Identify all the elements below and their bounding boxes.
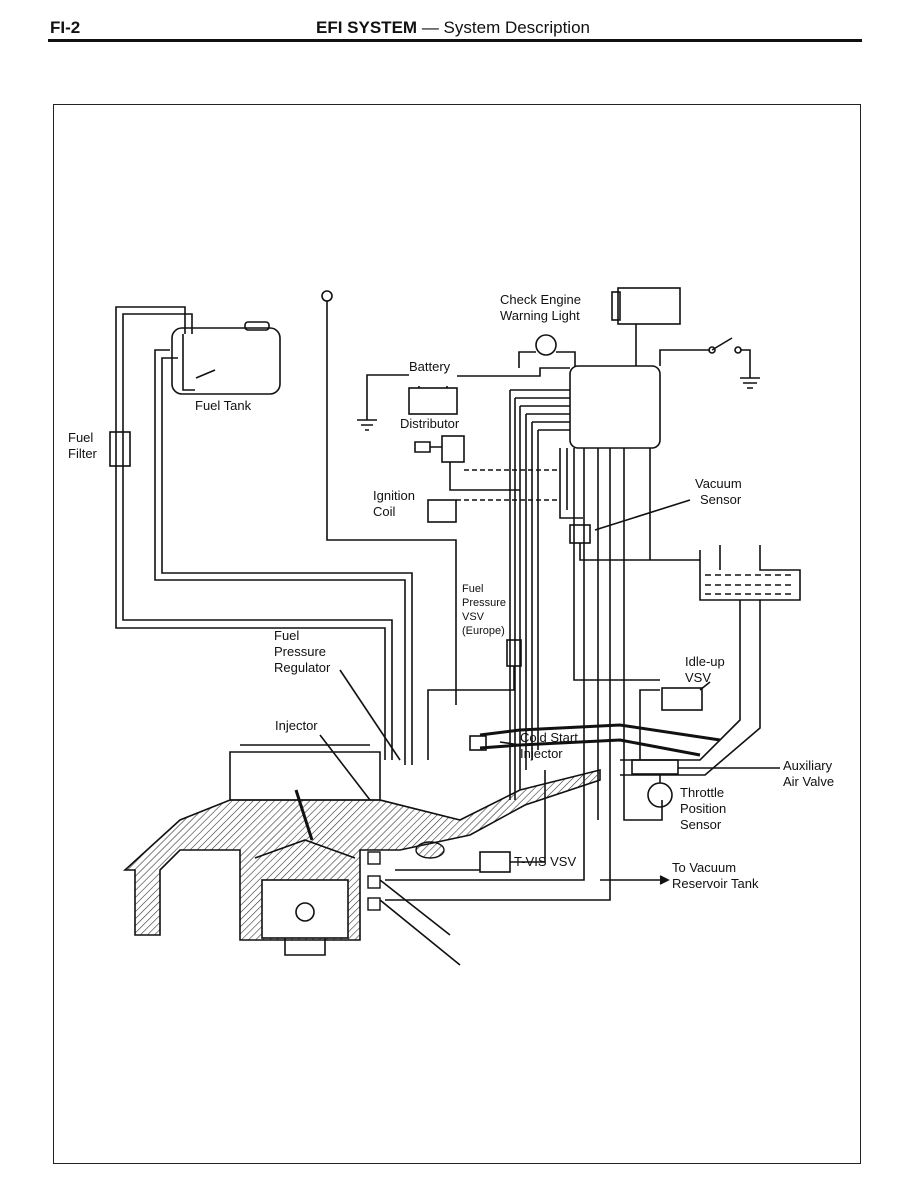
header-rule [48, 39, 862, 42]
fuel-tank-label: Fuel Tank [195, 398, 252, 413]
throttle-position-sensor [647, 782, 673, 808]
fpr-label-3: Regulator [274, 660, 331, 675]
switch-contact-a [708, 346, 716, 354]
ecu [569, 365, 661, 449]
cold-start-injector [469, 735, 487, 751]
check-engine-label: Check Engine [500, 292, 581, 307]
auxiliary-label: Auxiliary [783, 758, 833, 773]
injector-label: Injector [275, 718, 318, 733]
engine-assembly [122, 744, 601, 956]
page-number: FI-2 [50, 18, 81, 37]
air-intake-chamber [229, 751, 381, 801]
title-dash: — [421, 18, 439, 37]
coil-label: Coil [373, 504, 396, 519]
position-label: Position [680, 801, 726, 816]
wiring-and-piping [109, 287, 801, 966]
oxygen-sensor [367, 875, 381, 889]
cylinder-head [122, 768, 601, 941]
piston-pin [295, 902, 315, 922]
test-wire [326, 301, 457, 705]
switch-ground [659, 349, 760, 389]
vacuum-label: Vacuum [695, 476, 742, 491]
idle-vsv-label: VSV [685, 670, 711, 685]
fuel-filter-label-1: Fuel [68, 430, 93, 445]
battery-label: Battery [409, 359, 451, 374]
battery-ground [357, 374, 409, 431]
air-valve-label: Air Valve [783, 774, 834, 789]
fp-vsv-label-2: Pressure [462, 597, 506, 609]
fuel-feed-line-inner [122, 313, 393, 760]
warning-light-label: Warning Light [500, 308, 580, 323]
fuel-return-line-outer [154, 349, 406, 765]
knock-sensor [367, 897, 381, 911]
section-subtitle: System Description [443, 18, 590, 37]
fuel-gauge-float [195, 369, 216, 379]
fuel-feed-line-outer [115, 306, 386, 760]
ignition-label: Ignition [373, 488, 415, 503]
fpr-label-2: Pressure [274, 644, 326, 659]
vacuum-sensor [569, 524, 591, 544]
vacuum-sensor-label: Sensor [700, 492, 742, 507]
ignition-coil [427, 499, 457, 523]
section-title: EFI SYSTEM [316, 18, 418, 37]
fuel-filter [109, 431, 131, 467]
fpr-label-1: Fuel [274, 628, 299, 643]
throttle-label: Throttle [680, 785, 724, 800]
tp-sensor-label: Sensor [680, 817, 722, 832]
cold-injector-label: Injector [520, 746, 563, 761]
water-temp-sensor [367, 851, 381, 865]
tvis-actuator [415, 841, 445, 859]
cold-start-label: Cold Start [520, 730, 578, 745]
fuel-pressure-vsv [506, 639, 522, 667]
air-intake-box [699, 545, 801, 601]
fp-vsv-label-3: VSV [462, 611, 485, 623]
reservoir-tank-label: Reservoir Tank [672, 876, 759, 891]
auxiliary-air-valve [631, 759, 679, 775]
fuel-filter-label-2: Filter [68, 446, 98, 461]
switch-contact-b [734, 346, 742, 354]
component-labels: Check Engine Warning Light Battery Fuel … [68, 292, 834, 891]
test-terminal [321, 290, 333, 302]
page-title: EFI SYSTEM — System Description [316, 18, 590, 38]
fuel-return-line-inner [161, 357, 413, 765]
tvis-vsv-label: T-VIS VSV [514, 854, 576, 869]
check-connector [617, 287, 681, 325]
battery [408, 387, 458, 415]
diagram-frame [53, 104, 861, 1164]
check-engine-bulb [535, 334, 557, 356]
distributor [441, 435, 465, 463]
connecting-rod [284, 938, 326, 956]
distributor-label: Distributor [400, 416, 460, 431]
fuel-pump [182, 334, 195, 391]
fuel-tank-cap [244, 321, 270, 331]
idle-up-label: Idle-up [685, 654, 725, 669]
fp-vsv-label-4: (Europe) [462, 625, 505, 637]
fp-vsv-label-1: Fuel [462, 583, 483, 595]
fuel-injector [294, 789, 314, 841]
fuel-tank [171, 327, 281, 395]
tvis-vsv [479, 851, 511, 873]
to-vacuum-label: To Vacuum [672, 860, 736, 875]
idle-up-vsv [661, 687, 703, 711]
